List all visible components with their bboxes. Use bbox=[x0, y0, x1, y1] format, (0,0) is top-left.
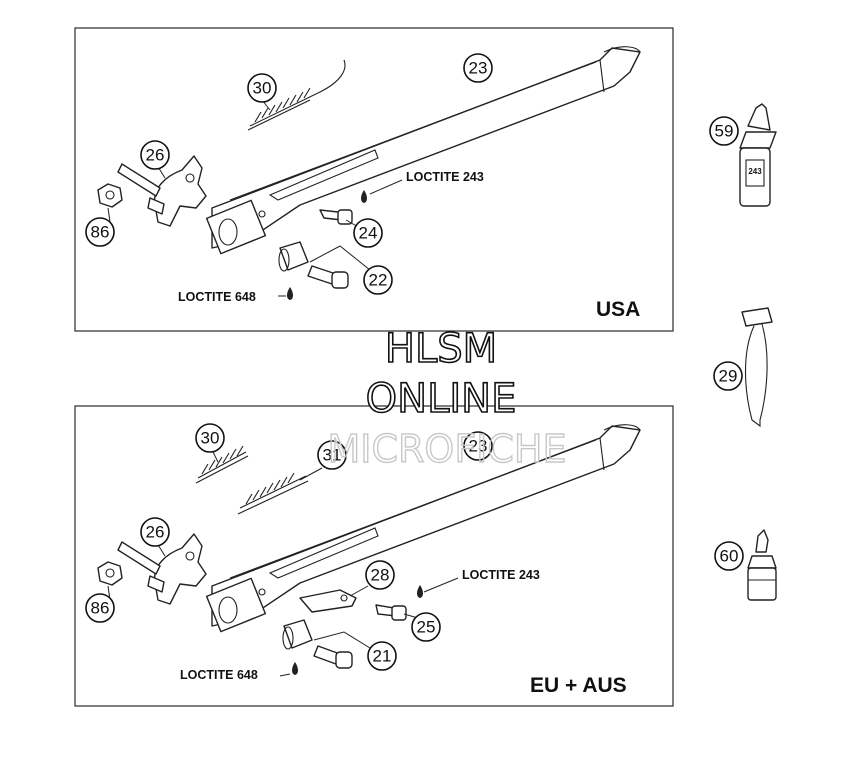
part-31-spring bbox=[237, 472, 309, 515]
drop-loctite-648 bbox=[287, 287, 293, 300]
callout-59[interactable]: 59 bbox=[709, 116, 739, 146]
callout-29[interactable]: 29 bbox=[713, 361, 743, 391]
callout-60[interactable]: 60 bbox=[714, 541, 744, 571]
callout-25[interactable]: 25 bbox=[411, 612, 441, 642]
drop-loctite-243 bbox=[361, 190, 367, 203]
callout-22[interactable]: 22 bbox=[363, 265, 393, 295]
callout-24[interactable]: 24 bbox=[353, 218, 383, 248]
part-30-spring bbox=[195, 445, 249, 484]
svg-text:24: 24 bbox=[359, 224, 378, 243]
svg-text:21: 21 bbox=[373, 647, 392, 666]
svg-text:86: 86 bbox=[91, 223, 110, 242]
part-23-side-stand bbox=[205, 46, 641, 255]
drop-loctite-648 bbox=[292, 662, 298, 675]
bottle-label-text: 243 bbox=[748, 167, 762, 176]
part-25-bolt bbox=[375, 604, 407, 621]
watermark: HLSM ONLINE MICROFICHE bbox=[327, 325, 567, 472]
svg-text:26: 26 bbox=[146, 523, 165, 542]
panel-eu-aus: 30 31 23 26 86 28 25 21 LOCTITE 243 LOCT… bbox=[74, 405, 674, 707]
svg-text:23: 23 bbox=[469, 437, 488, 456]
loctite-648-label: LOCTITE 648 bbox=[178, 290, 256, 304]
svg-text:22: 22 bbox=[369, 271, 388, 290]
svg-text:30: 30 bbox=[253, 79, 272, 98]
callout-26[interactable]: 26 bbox=[140, 140, 170, 170]
callout-28[interactable]: 28 bbox=[365, 560, 395, 590]
panel-usa: 30 23 26 86 24 22 LOCTITE 243 LOCTITE 64… bbox=[74, 27, 674, 332]
region-label-usa: USA bbox=[596, 298, 640, 321]
callout-30[interactable]: 30 bbox=[195, 423, 225, 453]
svg-text:60: 60 bbox=[720, 547, 739, 566]
part-86-nut bbox=[97, 183, 123, 208]
part-21-bushing-bolt bbox=[282, 619, 353, 669]
region-label-eu-aus: EU + AUS bbox=[530, 674, 627, 697]
svg-text:28: 28 bbox=[371, 566, 390, 585]
callout-31[interactable]: 31 bbox=[317, 440, 347, 470]
drop-loctite-243 bbox=[417, 585, 423, 598]
part-26-bracket bbox=[117, 533, 207, 605]
svg-text:25: 25 bbox=[417, 618, 436, 637]
part-28-switch-bracket bbox=[299, 589, 357, 613]
callout-26[interactable]: 26 bbox=[140, 517, 170, 547]
callout-86[interactable]: 86 bbox=[85, 593, 115, 623]
callout-30[interactable]: 30 bbox=[247, 73, 277, 103]
loctite-648-label: LOCTITE 648 bbox=[180, 668, 258, 682]
part-26-bracket bbox=[117, 155, 207, 227]
svg-text:30: 30 bbox=[201, 429, 220, 448]
svg-text:59: 59 bbox=[715, 122, 734, 141]
svg-text:26: 26 bbox=[146, 146, 165, 165]
svg-text:23: 23 bbox=[469, 59, 488, 78]
loctite-243-label: LOCTITE 243 bbox=[406, 170, 484, 184]
callout-21[interactable]: 21 bbox=[367, 641, 397, 671]
part-86-nut bbox=[97, 561, 123, 586]
svg-text:29: 29 bbox=[719, 367, 738, 386]
part-59-loctite-bottle: 243 bbox=[739, 103, 777, 207]
part-22-bushing-bolt bbox=[278, 241, 349, 289]
watermark-line-2: ONLINE bbox=[366, 376, 517, 422]
part-23-side-stand bbox=[205, 424, 641, 633]
side-parts: 243 59 29 60 bbox=[709, 103, 777, 601]
watermark-line-1: HLSM bbox=[385, 326, 497, 372]
part-60-small-bottle bbox=[747, 529, 777, 601]
callout-86[interactable]: 86 bbox=[85, 217, 115, 247]
part-30-spring bbox=[247, 59, 346, 131]
callout-23[interactable]: 23 bbox=[463, 431, 493, 461]
loctite-243-label: LOCTITE 243 bbox=[462, 568, 540, 582]
part-24-bolt bbox=[319, 209, 353, 225]
svg-text:86: 86 bbox=[91, 599, 110, 618]
watermark-line-3: MICROFICHE bbox=[327, 427, 566, 471]
svg-text:31: 31 bbox=[323, 446, 342, 465]
callout-23[interactable]: 23 bbox=[463, 53, 493, 83]
part-29-tie-strap bbox=[741, 307, 773, 428]
